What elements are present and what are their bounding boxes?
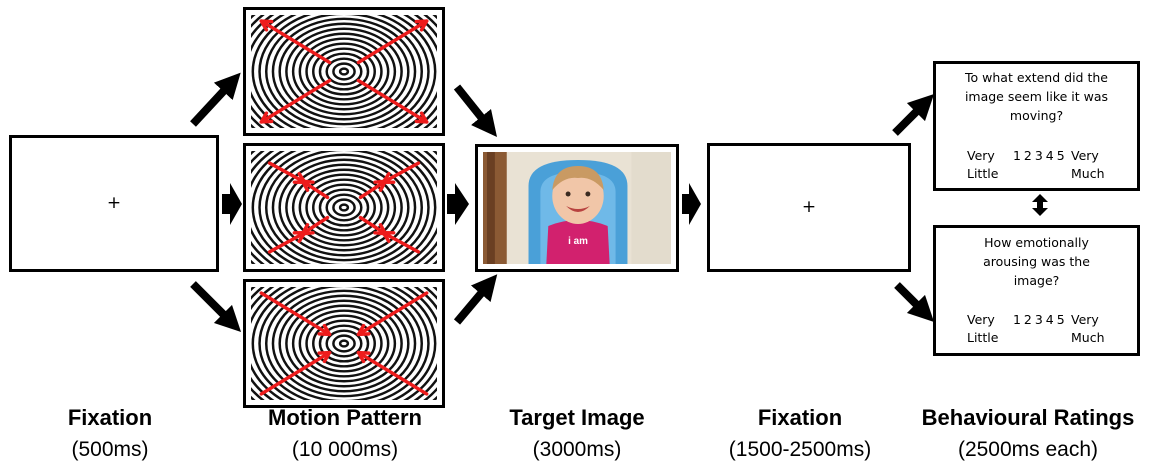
baby-photo: i am <box>483 152 671 264</box>
motion-pattern-inward <box>243 279 445 408</box>
fixation-box-1: + <box>9 135 219 272</box>
scale-low-label-2: Little <box>967 330 999 345</box>
rating-scale-motion: Very Little 1 2 3 4 5 Very Much <box>936 148 1137 188</box>
concentric-rings-inward <box>251 287 437 400</box>
caption-title: Motion Pattern <box>268 405 422 430</box>
caption-duration: (2500ms each) <box>957 438 1099 461</box>
motion-arrow-outward <box>300 179 330 200</box>
fixation-cross: + <box>106 192 122 213</box>
target-image-frame: i am <box>475 144 679 272</box>
arrow-fixation2-to-motion-rating <box>892 93 935 136</box>
scale-low-label-2: Little <box>967 166 999 181</box>
motion-arrow-inward <box>356 350 429 396</box>
motion-arrow-outward <box>300 215 330 236</box>
caption-fixation-2: Fixation (1500-2500ms) <box>700 404 900 464</box>
fixation-cross-2: + <box>801 196 817 217</box>
caption-title: Behavioural Ratings <box>921 405 1135 430</box>
caption-behavioural-ratings: Behavioural Ratings (2500ms each) <box>903 404 1153 464</box>
scale-high-label-2: Much <box>1071 330 1105 345</box>
fixation-box-2: + <box>707 143 911 272</box>
motion-arrow-outward <box>259 78 332 124</box>
rating-box-arousal: How emotionally arousing was the image? … <box>933 225 1140 356</box>
arrow-fixation-to-bottom <box>190 281 242 333</box>
caption-duration: (3000ms) <box>532 438 622 461</box>
caption-title: Fixation <box>67 405 153 430</box>
motion-arrow-outward <box>358 215 388 236</box>
scale-low-label-1: Very <box>967 148 995 163</box>
motion-arrow-inward <box>356 291 429 337</box>
scale-high-label-1: Very <box>1071 148 1099 163</box>
scale-low-label-1: Very <box>967 312 995 327</box>
caption-motion-pattern: Motion Pattern (10 000ms) <box>230 404 460 464</box>
motion-arrow-outward <box>259 19 332 65</box>
scale-numbers: 1 2 3 4 5 <box>1013 148 1065 163</box>
pink-shirt <box>546 220 610 264</box>
caption-duration: (1500-2500ms) <box>728 438 872 461</box>
arrow-middle-to-target <box>447 183 469 225</box>
concentric-rings-mixed <box>251 151 437 264</box>
scale-high-label-1: Very <box>1071 312 1099 327</box>
arousal-question: How emotionally arousing was the image? <box>983 235 1090 288</box>
caption-fixation-1: Fixation (500ms) <box>30 404 190 464</box>
caption-title: Target Image <box>509 405 645 430</box>
motion-arrow-inward <box>259 291 332 337</box>
arrow-bottom-to-target <box>453 274 498 325</box>
motion-arrow-outward <box>356 78 429 124</box>
motion-pattern-outward <box>243 7 445 136</box>
caption-target-image: Target Image (3000ms) <box>482 404 672 464</box>
arrow-fixation-to-top <box>190 72 241 127</box>
arrow-top-to-target <box>453 84 497 137</box>
scale-numbers: 1 2 3 4 5 <box>1013 312 1065 327</box>
arrow-fixation2-to-arousal-rating <box>894 282 935 323</box>
double-arrow-between-ratings <box>1032 194 1048 216</box>
motion-question: To what extend did the image seem like i… <box>964 70 1109 123</box>
concentric-rings-outward <box>251 15 437 128</box>
rating-scale-arousal: Very Little 1 2 3 4 5 Very Much <box>936 312 1137 352</box>
motion-arrow-outward <box>356 19 429 65</box>
rating-box-motion: To what extend did the image seem like i… <box>933 61 1140 191</box>
caption-duration: (10 000ms) <box>291 438 399 461</box>
baby-face <box>552 168 604 224</box>
motion-arrow-outward <box>358 179 388 200</box>
motion-pattern-mixed <box>243 143 445 272</box>
arrow-fixation-to-middle <box>222 183 242 225</box>
caption-duration: (500ms) <box>71 438 149 461</box>
arrow-target-to-fixation2 <box>682 183 701 225</box>
scale-high-label-2: Much <box>1071 166 1105 181</box>
caption-title: Fixation <box>757 405 843 430</box>
shirt-text: i am <box>568 236 588 247</box>
motion-arrow-inward <box>259 350 332 396</box>
